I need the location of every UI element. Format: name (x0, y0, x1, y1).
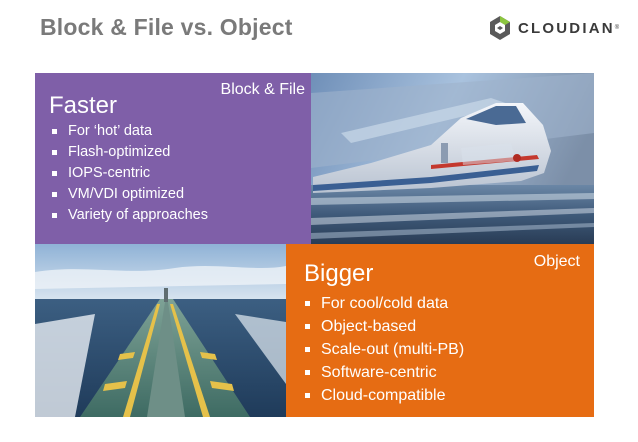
cloudian-hexagon-icon (490, 16, 510, 40)
list-item: Software-centric (304, 361, 464, 384)
block-file-list: For ‘hot’ data Flash-optimized IOPS-cent… (51, 121, 208, 226)
list-item: IOPS-centric (51, 163, 208, 184)
object-tag: Object (533, 253, 580, 270)
cloudian-logo: CLOUDIAN® (488, 14, 628, 42)
list-item: Variety of approaches (51, 205, 208, 226)
list-item: Cloud-compatible (304, 384, 464, 407)
logo-wordmark: CLOUDIAN (518, 19, 615, 37)
block-file-heading: Faster (49, 92, 118, 119)
list-item: Flash-optimized (51, 142, 208, 163)
list-item: For cool/cold data (304, 292, 464, 315)
list-item: For ‘hot’ data (51, 121, 208, 142)
object-heading: Bigger (304, 260, 374, 287)
slide-title: Block & File vs. Object (40, 14, 293, 40)
block-file-panel: Faster Block & File For ‘hot’ data Flash… (35, 73, 311, 244)
high-speed-train-photo (311, 73, 594, 244)
list-item: Object-based (304, 315, 464, 338)
block-file-tag: Block & File (220, 81, 305, 98)
tanker-ship-deck-photo (35, 244, 286, 417)
object-list: For cool/cold data Object-based Scale-ou… (304, 292, 464, 407)
logo-trademark: ® (614, 25, 620, 31)
list-item: VM/VDI optimized (51, 184, 208, 205)
list-item: Scale-out (multi-PB) (304, 338, 464, 361)
object-panel: Bigger Object For cool/cold data Object-… (286, 244, 594, 417)
